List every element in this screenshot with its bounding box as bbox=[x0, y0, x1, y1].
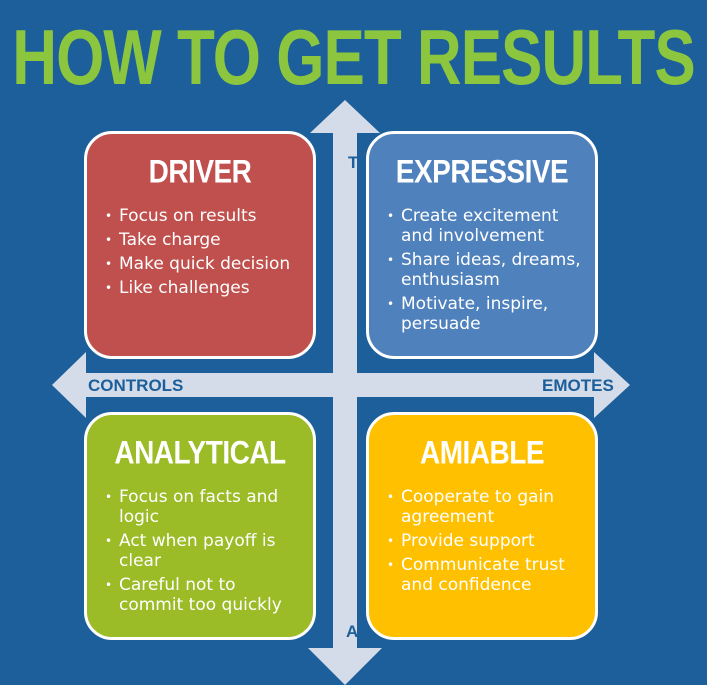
list-item: Focus on results bbox=[105, 206, 305, 226]
bullet-list: Cooperate to gain agreement Provide supp… bbox=[369, 487, 595, 595]
list-item: Provide support bbox=[387, 531, 587, 551]
quadrant-heading: EXPRESSIVE bbox=[395, 153, 569, 190]
quadrant-expressive: EXPRESSIVE Create excitement and involve… bbox=[366, 131, 598, 359]
list-item: Create excitement and involvement bbox=[387, 206, 587, 246]
axis-label-controls: CONTROLS bbox=[88, 376, 184, 395]
quadrant-heading: AMIABLE bbox=[419, 434, 545, 471]
quadrant-heading: ANALYTICAL bbox=[114, 434, 286, 471]
list-item: Motivate, inspire, persuade bbox=[387, 294, 587, 334]
quadrant-heading: DRIVER bbox=[148, 153, 252, 190]
quadrant-analytical: ANALYTICAL Focus on facts and logic Act … bbox=[84, 412, 316, 640]
bullet-list: Focus on facts and logic Act when payoff… bbox=[87, 487, 313, 615]
quadrant-amiable: AMIABLE Cooperate to gain agreement Prov… bbox=[366, 412, 598, 640]
list-item: Take charge bbox=[105, 230, 305, 250]
axis-label-emotes: EMOTES bbox=[542, 376, 614, 395]
list-item: Share ideas, dreams, enthusiasm bbox=[387, 250, 587, 290]
bullet-list: Create excitement and involvement Share … bbox=[369, 206, 595, 334]
list-item: Make quick decision bbox=[105, 254, 305, 274]
list-item: Act when payoff is clear bbox=[105, 531, 305, 571]
list-item: Communicate trust and confidence bbox=[387, 555, 587, 595]
list-item: Cooperate to gain agreement bbox=[387, 487, 587, 527]
list-item: Like challenges bbox=[105, 278, 305, 298]
page-title: HOW TO GET RESULTS bbox=[12, 15, 695, 102]
horizontal-axis-arrow bbox=[52, 352, 630, 418]
list-item: Focus on facts and logic bbox=[105, 487, 305, 527]
bullet-list: Focus on results Take charge Make quick … bbox=[87, 206, 313, 298]
list-item: Careful not to commit too quickly bbox=[105, 575, 305, 615]
quadrant-driver: DRIVER Focus on results Take charge Make… bbox=[84, 131, 316, 359]
